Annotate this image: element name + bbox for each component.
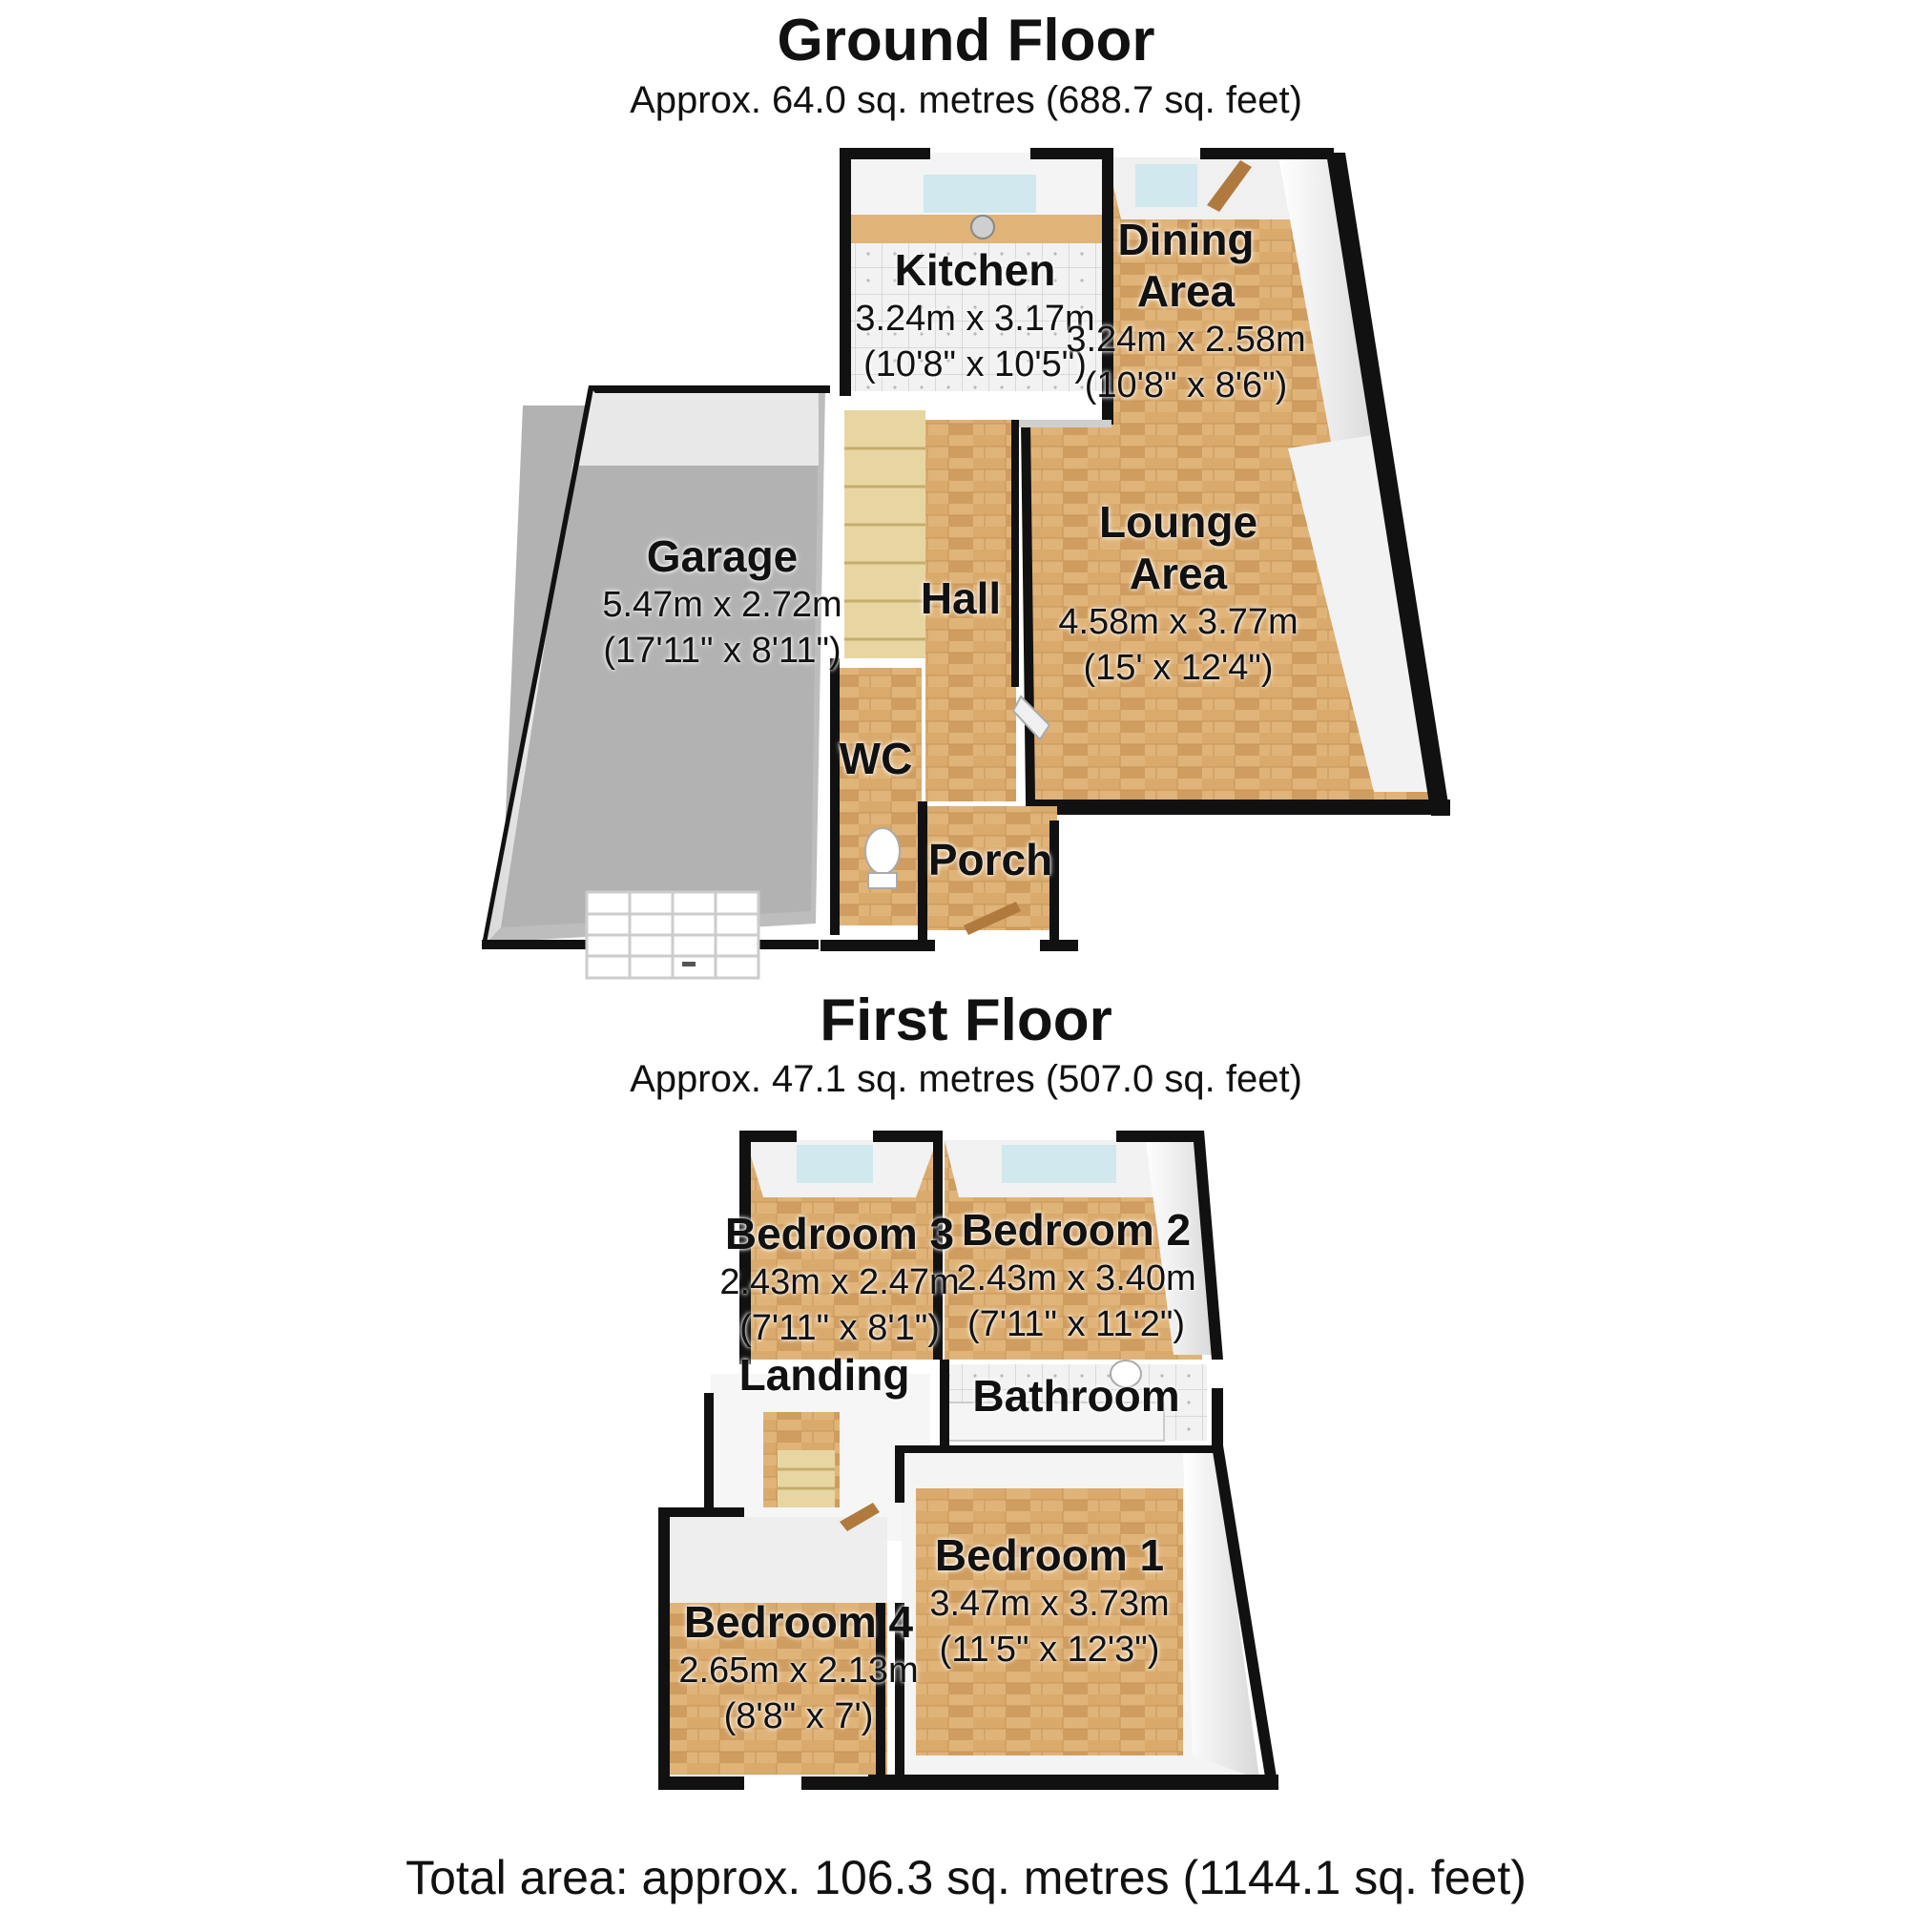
- wc-name: WC: [839, 734, 913, 783]
- wc-room: [821, 658, 935, 951]
- bedroom-4-imperial: (8'8" x 7'): [723, 1696, 874, 1736]
- total-area: Total area: approx. 106.3 sq. metres (11…: [405, 1851, 1527, 1904]
- sink-icon: [970, 215, 995, 239]
- hall-label: Hall: [921, 572, 1001, 624]
- porch-room: [897, 801, 1078, 951]
- bedroom-2-name: Bedroom 2: [961, 1205, 1192, 1255]
- garage-label: Garage 5.47m x 2.72m (17'11" x 8'11"): [602, 530, 841, 674]
- lounge-imperial: (15' x 12'4"): [1083, 648, 1274, 688]
- bedroom-4-metric: 2.65m x 2.13m: [678, 1651, 919, 1691]
- bedroom-4-room: [658, 1503, 887, 1790]
- bedroom-2-room: [945, 1131, 1223, 1360]
- dining-imperial: (10'8" x 8'6"): [1084, 365, 1288, 405]
- kitchen-metric: 3.24m x 3.17m: [855, 299, 1095, 339]
- lounge-name: Lounge: [1098, 497, 1258, 547]
- lounge-metric: 4.58m x 3.77m: [1058, 602, 1298, 642]
- bedroom-1-metric: 3.47m x 3.73m: [929, 1584, 1170, 1624]
- toilet-icon: [1110, 1360, 1142, 1388]
- hall-name: Hall: [920, 573, 1002, 623]
- landing-label: Landing: [739, 1349, 910, 1401]
- ground-floor-title: Ground Floor: [777, 8, 1155, 73]
- bedroom-1-name: Bedroom 1: [934, 1530, 1165, 1580]
- garage-name: Garage: [646, 531, 799, 581]
- bedroom-1-label: Bedroom 1 3.47m x 3.73m (11'5" x 12'3"): [929, 1529, 1169, 1672]
- bedroom-1-imperial: (11'5" x 12'3"): [939, 1630, 1160, 1670]
- first-floor-area: Approx. 47.1 sq. metres (507.0 sq. feet): [630, 1058, 1302, 1100]
- lounge-area-label: Lounge Area 4.58m x 3.77m (15' x 12'4"): [1058, 496, 1298, 691]
- staircase-icon: [844, 410, 925, 658]
- landing-room: [704, 1374, 930, 1541]
- bedroom-3-metric: 2.43m x 2.47m: [719, 1262, 960, 1302]
- bedroom-4-name: Bedroom 4: [683, 1597, 914, 1647]
- dining-metric: 3.24m x 2.58m: [1066, 320, 1306, 360]
- kitchen-room: [840, 148, 1107, 396]
- bedroom-2-label: Bedroom 2 2.43m x 3.40m (7'11" x 11'2"): [956, 1204, 1195, 1347]
- garage-room: [482, 385, 830, 980]
- dining-name-2: Area: [1136, 266, 1236, 316]
- lounge-name-2: Area: [1129, 549, 1228, 598]
- bathroom-name: Bathroom: [972, 1371, 1180, 1421]
- toilet-icon: [864, 827, 901, 875]
- staircase-icon: [778, 1450, 835, 1507]
- porch-label: Porch: [928, 834, 1052, 885]
- kitchen-imperial: (10'8" x 10'5"): [863, 344, 1087, 384]
- garage-imperial: (17'11" x 8'11"): [603, 631, 841, 671]
- bedroom-1-room: [868, 1445, 1278, 1790]
- bedroom-3-room: [739, 1131, 943, 1364]
- garage-door-icon: [585, 890, 760, 980]
- bedroom-3-imperial: (7'11" x 8'1"): [739, 1308, 940, 1348]
- door-icon: [1207, 160, 1252, 212]
- porch-name: Porch: [927, 835, 1053, 884]
- dining-name: Dining: [1117, 215, 1255, 264]
- bathroom-room: [940, 1360, 1223, 1450]
- garage-metric: 5.47m x 2.72m: [602, 585, 842, 625]
- hall-room: [925, 420, 1051, 801]
- landing-name: Landing: [738, 1350, 910, 1400]
- kitchen-name: Kitchen: [894, 245, 1056, 295]
- bedroom-4-label: Bedroom 4 2.65m x 2.13m (8'8" x 7'): [678, 1596, 918, 1739]
- first-floor-title: First Floor: [820, 987, 1112, 1053]
- bedroom-2-metric: 2.43m x 3.40m: [956, 1258, 1196, 1298]
- bedroom-3-label: Bedroom 3 2.43m x 2.47m (7'11" x 8'1"): [719, 1208, 959, 1351]
- ground-floor-area: Approx. 64.0 sq. metres (688.7 sq. feet): [630, 79, 1302, 121]
- dining-area-label: Dining Area 3.24m x 2.58m (10'8" x 8'6"): [1066, 214, 1305, 408]
- dining-lounge-room: [1016, 148, 1450, 816]
- bathroom-label: Bathroom: [972, 1370, 1179, 1422]
- wc-label: WC: [840, 733, 913, 784]
- bedroom-2-imperial: (7'11" x 11'2"): [966, 1304, 1186, 1344]
- bedroom-3-name: Bedroom 3: [724, 1209, 955, 1258]
- kitchen-label: Kitchen 3.24m x 3.17m (10'8" x 10'5"): [855, 244, 1094, 387]
- bath-icon: [944, 1402, 1165, 1442]
